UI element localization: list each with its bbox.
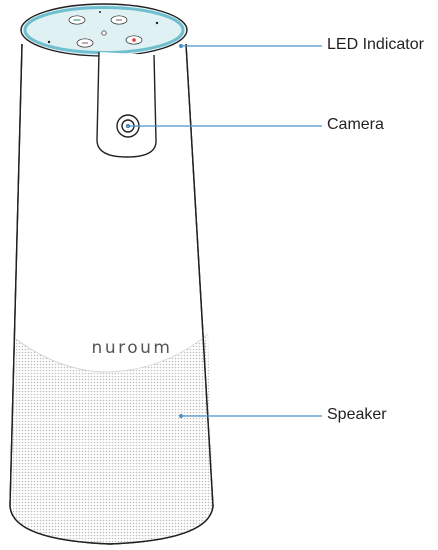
speaker-grille	[10, 334, 213, 544]
mic-led-icon	[132, 38, 136, 42]
led-indicator-leader-dot	[179, 44, 183, 48]
indicator-dot-icon	[47, 40, 51, 44]
led-indicator-label: LED Indicator	[327, 36, 424, 53]
speaker-label: Speaker	[327, 406, 387, 423]
brand-logo: nuroum	[92, 338, 173, 358]
device-body-sides	[9, 43, 214, 545]
indicator-dot-icon	[99, 11, 101, 13]
top-buttons[interactable]	[47, 11, 159, 48]
camera-label: Camera	[327, 116, 384, 133]
top-cap	[20, 3, 188, 57]
indicator-dot-icon	[155, 21, 159, 25]
camera-housing	[96, 51, 157, 158]
speaker-leader-dot	[179, 414, 183, 418]
grille-top-edge	[14, 333, 209, 373]
power-button-icon[interactable]	[101, 30, 107, 36]
camera-leader-dot	[126, 124, 130, 128]
